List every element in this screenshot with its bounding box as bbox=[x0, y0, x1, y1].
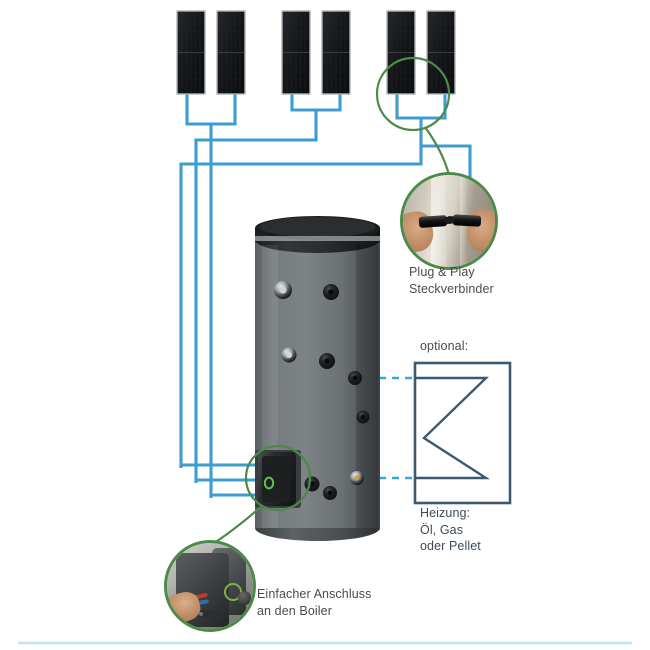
photo-boiler-connection bbox=[167, 543, 253, 629]
pv-module bbox=[426, 10, 456, 95]
photo-plug-play-connector bbox=[403, 175, 495, 267]
label-optional: optional: bbox=[420, 339, 469, 353]
label-heizung: Heizung: Öl, Gas oder Pellet bbox=[420, 506, 481, 553]
pv-module bbox=[176, 10, 206, 95]
external-heat-source bbox=[413, 361, 512, 505]
label-boiler-connection: Einfacher Anschluss an den Boiler bbox=[257, 587, 372, 618]
tank-ports bbox=[274, 281, 370, 500]
boiler-control-unit bbox=[255, 450, 301, 508]
optional-connection-lines bbox=[366, 376, 415, 480]
mc4-connector-female bbox=[452, 214, 481, 228]
pv-module bbox=[281, 10, 311, 95]
pv-module bbox=[386, 10, 416, 95]
callout-leaders bbox=[210, 56, 451, 546]
pv-module bbox=[216, 10, 246, 95]
pv-module bbox=[321, 10, 351, 95]
solar-panel-array bbox=[176, 10, 456, 95]
warmwasser-boiler bbox=[255, 216, 380, 541]
status-led-gray bbox=[198, 611, 204, 617]
knob bbox=[237, 591, 252, 605]
control-strip bbox=[185, 610, 221, 617]
label-plug-play: Plug & Play Steckverbinder bbox=[409, 265, 494, 296]
